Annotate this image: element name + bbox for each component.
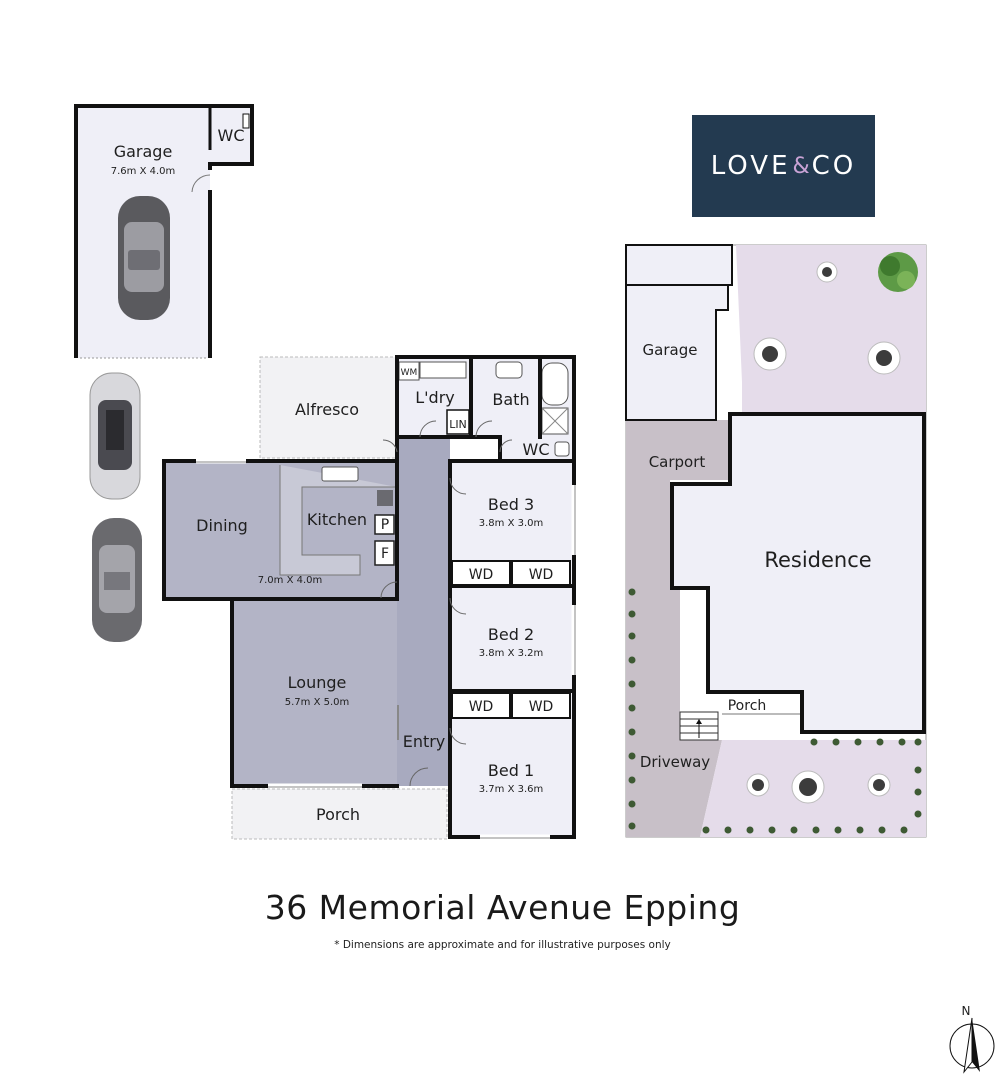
bath-label: Bath <box>492 390 529 409</box>
kitchen-dining-dims: 7.0m X 4.0m <box>258 575 323 586</box>
main-house <box>162 355 577 840</box>
kitchen-label: Kitchen <box>307 510 367 529</box>
wd-label: WD <box>529 699 554 715</box>
bed1-dims: 3.7m X 3.6m <box>479 784 544 795</box>
lounge-label: Lounge <box>288 673 347 692</box>
parked-car-white-icon <box>89 372 141 500</box>
garage-dims: 7.6m X 4.0m <box>111 166 176 177</box>
garage-wc-label: WC <box>218 126 245 145</box>
site-driveway-label: Driveway <box>640 753 710 771</box>
entry-label: Entry <box>403 732 446 751</box>
detached-garage <box>74 104 254 359</box>
alfresco-label: Alfresco <box>295 400 359 419</box>
bed2-dims: 3.8m X 3.2m <box>479 648 544 659</box>
page-title: 36 Memorial Avenue Epping <box>264 888 741 927</box>
bed1-label: Bed 1 <box>488 761 534 780</box>
brand-name-right: CO <box>811 151 857 181</box>
fridge-label: F <box>381 546 389 562</box>
wd-label: WD <box>469 567 494 583</box>
porch-label: Porch <box>316 805 360 824</box>
linen-label: LIN <box>449 418 467 431</box>
tree-icon <box>878 252 918 292</box>
parked-car-grey-icon <box>92 518 142 642</box>
compass-label: N <box>962 1004 971 1018</box>
laundry-label: L'dry <box>415 388 455 407</box>
labels: Garage 7.6m X 4.0m WC Alfresco L'dry WM … <box>111 126 971 1018</box>
garage-label: Garage <box>114 142 173 161</box>
bed2-label: Bed 2 <box>488 625 534 644</box>
site-porch-label: Porch <box>728 698 767 714</box>
disclaimer-text: * Dimensions are approximate and for ill… <box>334 939 671 951</box>
site-residence-label: Residence <box>764 548 871 572</box>
site-garage-label: Garage <box>643 341 698 359</box>
pantry-label: P <box>381 517 389 533</box>
site-plan <box>625 244 927 838</box>
dining-label: Dining <box>196 516 248 535</box>
bed3-dims: 3.8m X 3.0m <box>479 518 544 529</box>
wd-label: WD <box>529 567 554 583</box>
wd-label: WD <box>469 699 494 715</box>
compass-icon <box>949 1017 995 1074</box>
bed3-label: Bed 3 <box>488 495 534 514</box>
wm-label: WM <box>401 368 418 378</box>
lounge-dims: 5.7m X 5.0m <box>285 697 350 708</box>
site-carport-label: Carport <box>649 453 706 471</box>
garage-car-icon <box>118 196 170 320</box>
brand-logo: LOVE&CO <box>692 115 875 217</box>
brand-ampersand: & <box>792 153 810 179</box>
wc-label: WC <box>523 440 550 459</box>
brand-name-left: LOVE <box>710 151 791 181</box>
